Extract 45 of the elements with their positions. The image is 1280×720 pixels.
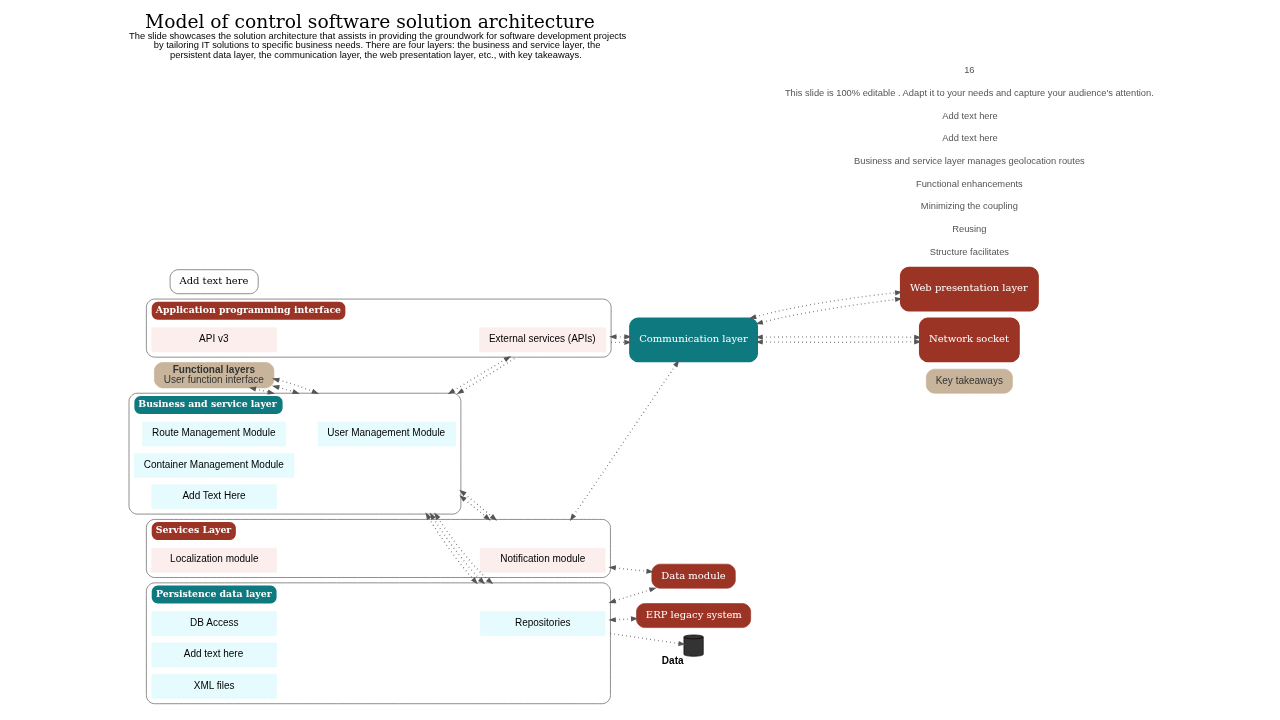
node-box: Network socket (918, 317, 1020, 363)
label: This slide is 100% editable . Adapt it to your needs and capture your audience's attention. (784, 87, 1154, 98)
node-box: Add Text Here (150, 484, 277, 510)
arrow (248, 386, 275, 395)
node-box: Container Management Module (133, 453, 294, 478)
arrow (433, 512, 493, 585)
label: Add text here (941, 133, 998, 144)
node-box: Localization module (150, 547, 277, 573)
node-box: Functional layers User function interface (153, 362, 274, 389)
caption: The slide showcases the solution architecture that assists in providing the groundwork for software development projects by tailoring IT solutions to specific business needs. There are four layers: the business and service layer, the persistent data layer, the communication layer, the web presentation layer, etc., with key takeaways. (128, 31, 626, 60)
label: Add text here (941, 110, 998, 121)
node-box: Data module (651, 563, 736, 589)
arrow (458, 489, 497, 521)
label: Business and service layer manages geolocation routes (853, 155, 1085, 166)
node-box: User Management Module (317, 421, 456, 447)
arrow (456, 356, 517, 395)
node-box: XML files (150, 674, 277, 699)
node-box: Add text here (169, 269, 259, 295)
arrow (609, 632, 686, 647)
label: Functional enhancements (915, 178, 1023, 189)
arrow (447, 356, 511, 395)
arrow (754, 339, 922, 345)
node-box: Add text here (150, 642, 277, 668)
label: Reusing (951, 224, 986, 235)
arrow (429, 512, 485, 585)
node-box: Repositories (479, 611, 605, 636)
node-label: Data (661, 654, 684, 666)
label: 16 (963, 65, 975, 76)
arrow (424, 512, 478, 585)
node-box: Notification module (479, 547, 605, 573)
label: Minimizing the coupling (920, 201, 1018, 212)
node-box: Communication layer (628, 317, 758, 363)
arrow (607, 565, 654, 574)
arrow (458, 495, 491, 521)
node-box: ERP legacy system (635, 603, 751, 628)
diagram-title: Model of control software solution architecture (144, 10, 595, 32)
arrow (754, 334, 922, 340)
node-box: Web presentation layer (899, 266, 1039, 312)
node-box: Key takeaways (925, 368, 1013, 394)
node-box: DB Access (150, 611, 277, 636)
arrow (608, 587, 657, 604)
node-box: API v3 (150, 327, 277, 353)
node-box: Route Management Module (141, 421, 286, 447)
arrow (569, 359, 679, 522)
label: Structure facilitates (929, 246, 1009, 257)
